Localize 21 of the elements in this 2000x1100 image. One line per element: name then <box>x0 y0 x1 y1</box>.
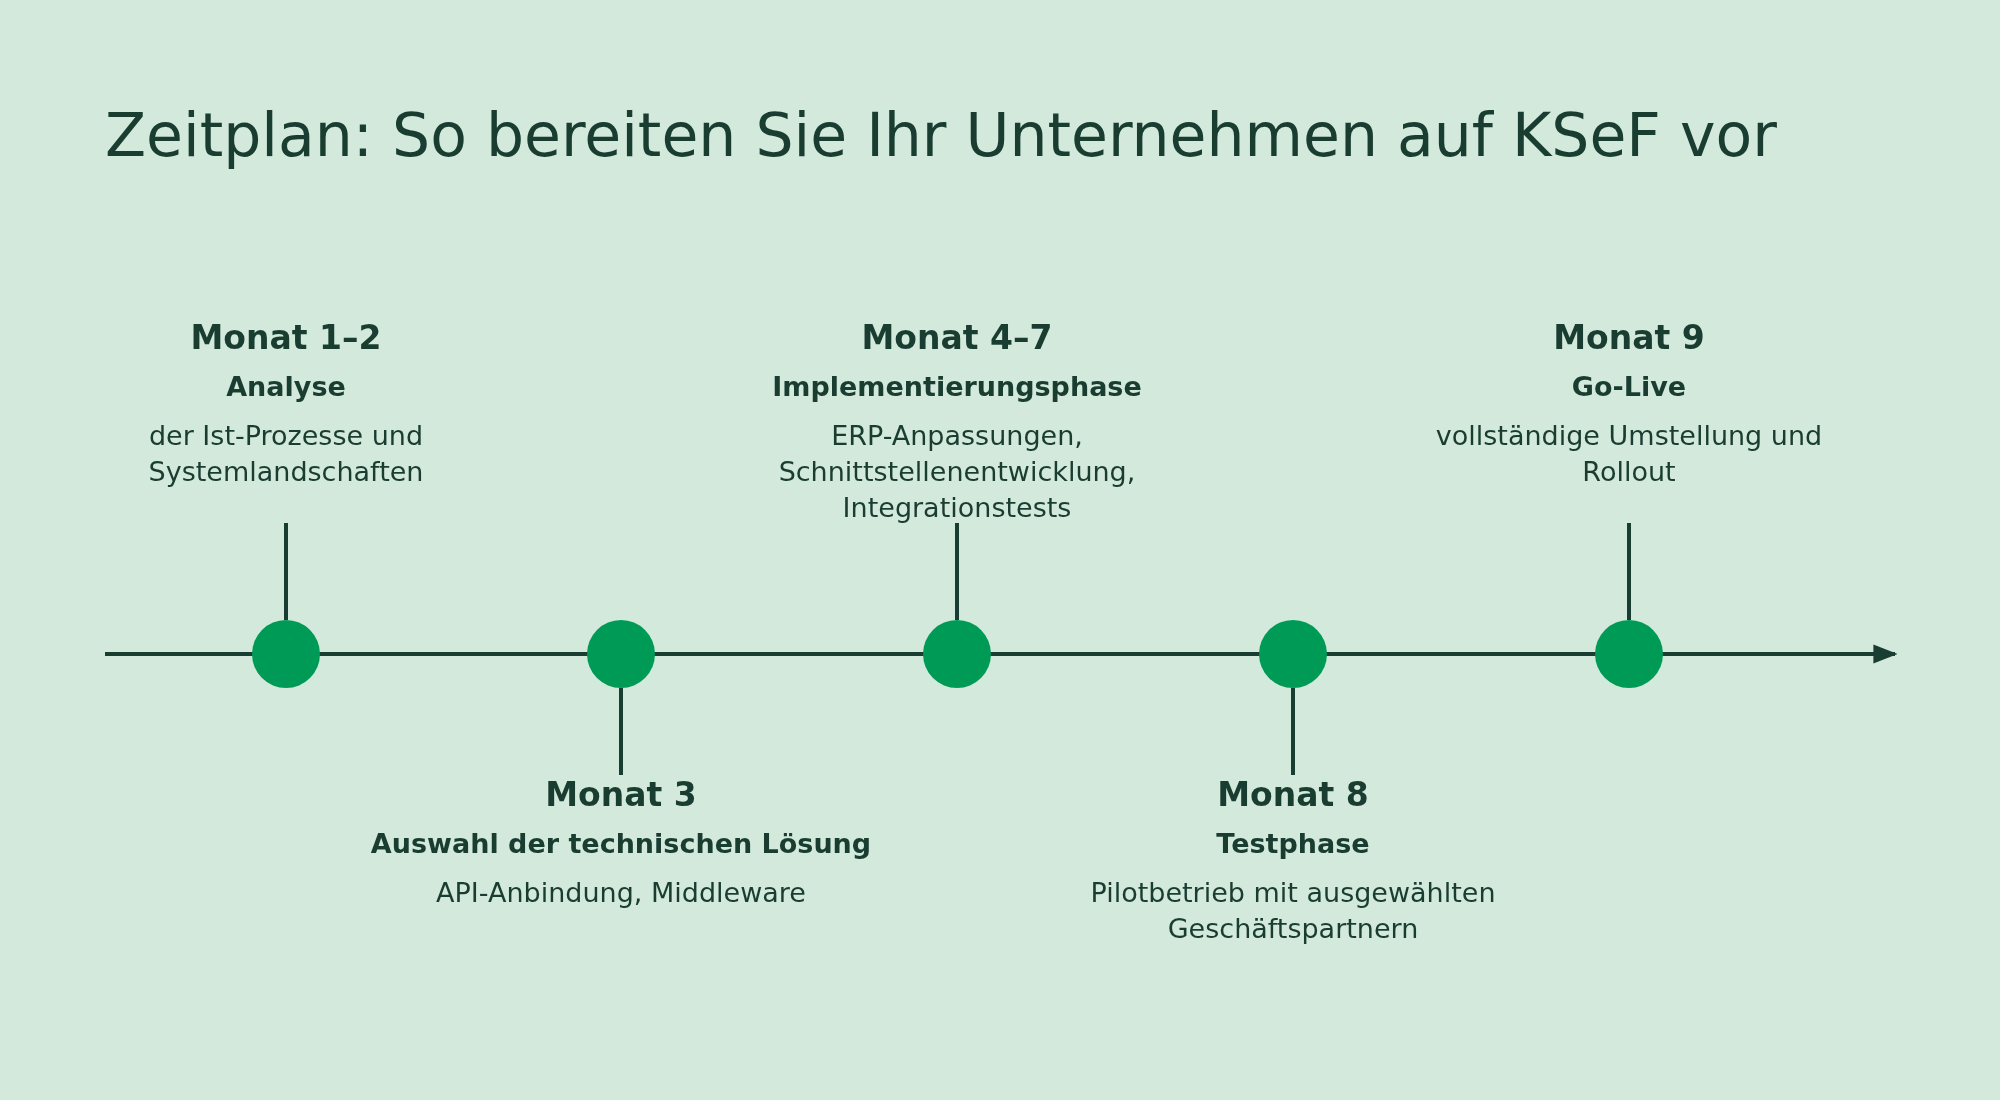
month-label: Monat 9 <box>1553 318 1705 357</box>
connector-line <box>619 688 623 775</box>
month-label: Monat 1–2 <box>190 318 382 357</box>
month-label: Monat 4–7 <box>861 318 1053 357</box>
phase-title: Go-Live <box>1571 371 1687 402</box>
connector-line <box>284 523 288 620</box>
phase-description: vollständige Umstellung und Rollout <box>1434 419 1824 489</box>
phase-title: Auswahl der technischen Lösung <box>370 828 872 859</box>
phase-description: der Ist-Prozesse und Systemlandschaften <box>147 419 425 489</box>
phase-title: Testphase <box>1216 828 1370 859</box>
connector-line <box>1291 688 1295 775</box>
phase-description: Pilotbetrieb mit ausgewählten Geschäftspartnern <box>1089 876 1497 946</box>
phase-title: Analyse <box>226 371 346 402</box>
connector-line <box>955 523 959 620</box>
connector-line <box>1627 523 1631 620</box>
phase-description: ERP-Anpassungen, Schnittstellenentwicklung, Integrationstests <box>777 419 1137 525</box>
phase-description: API-Anbindung, Middleware <box>436 876 806 910</box>
title: Zeitplan: So bereiten Sie Ihr Unternehmen auf KSeF vor <box>105 100 1777 170</box>
phase-title: Implementierungsphase <box>772 371 1142 402</box>
month-label: Monat 8 <box>1217 775 1369 814</box>
month-label: Monat 3 <box>545 775 697 814</box>
